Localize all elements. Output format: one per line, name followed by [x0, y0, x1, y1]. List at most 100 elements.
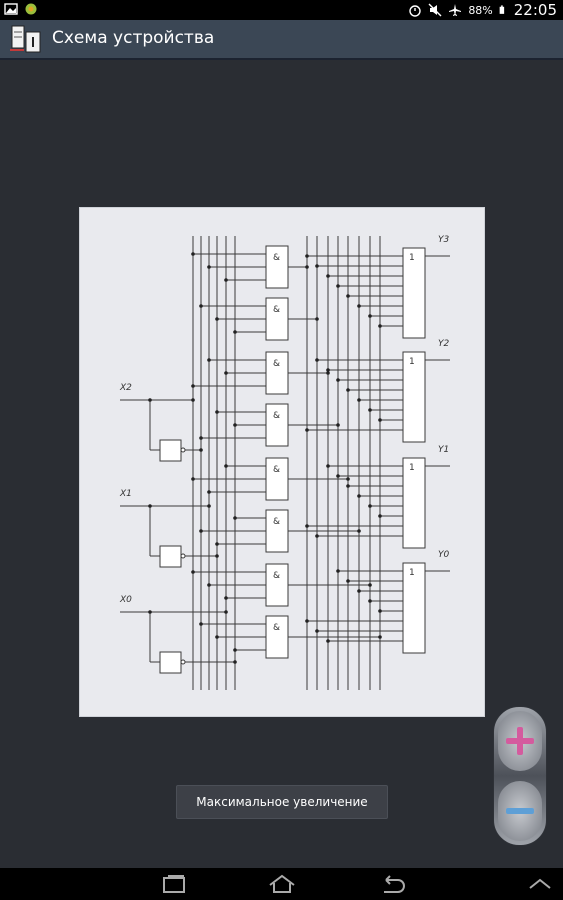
- junction-dot: [378, 514, 382, 518]
- and-gate-label: &: [273, 359, 280, 369]
- junction-dot: [336, 284, 340, 288]
- input-label: X0: [119, 595, 132, 605]
- junction-dot: [233, 660, 237, 664]
- junction-dot: [368, 504, 372, 508]
- junction-dot: [215, 410, 219, 414]
- junction-dot: [378, 418, 382, 422]
- junction-dot: [336, 569, 340, 573]
- inverter-gate: [159, 651, 182, 674]
- junction-dot: [199, 436, 203, 440]
- junction-dot: [305, 619, 309, 623]
- and-gate-label: &: [273, 411, 280, 421]
- or-gate-label: 1: [409, 253, 415, 263]
- gallery-notification-icon: [4, 3, 18, 15]
- app-logo-icon[interactable]: [8, 24, 44, 54]
- junction-dot: [224, 464, 228, 468]
- junction-dot: [315, 358, 319, 362]
- junction-dot: [336, 378, 340, 382]
- and-gate: [265, 297, 289, 341]
- junction-dot: [199, 304, 203, 308]
- home-icon[interactable]: [262, 872, 302, 896]
- and-gate-label: &: [273, 623, 280, 633]
- and-gate-label: &: [273, 253, 280, 263]
- battery-icon: [499, 5, 504, 14]
- schematic-gates: [159, 245, 426, 674]
- junction-dot: [305, 428, 309, 432]
- inverter-gate: [159, 439, 182, 462]
- junction-dot: [191, 384, 195, 388]
- and-gate: [265, 615, 289, 659]
- junction-dot: [215, 542, 219, 546]
- junction-dot: [215, 554, 219, 558]
- junction-dot: [199, 448, 203, 452]
- junction-dot: [357, 529, 361, 533]
- output-label: Y0: [438, 550, 449, 560]
- junction-dot: [305, 254, 309, 258]
- junction-dot: [199, 622, 203, 626]
- and-gate: [265, 403, 289, 447]
- back-icon[interactable]: [372, 872, 412, 896]
- junction-dot: [233, 423, 237, 427]
- junction-dot: [191, 570, 195, 574]
- junction-dot: [199, 529, 203, 533]
- and-gate-label: &: [273, 517, 280, 527]
- and-gate: [265, 509, 289, 553]
- junction-dot: [315, 264, 319, 268]
- recent-apps-icon[interactable]: [154, 872, 194, 896]
- alarm-icon: [409, 5, 422, 17]
- junction-dot: [336, 474, 340, 478]
- and-gate-label: &: [273, 571, 280, 581]
- junction-dot: [326, 371, 330, 375]
- junction-dot: [357, 304, 361, 308]
- junction-dot: [315, 629, 319, 633]
- junction-dot: [191, 252, 195, 256]
- airplane-mode-icon: [449, 4, 462, 16]
- and-gate-label: &: [273, 305, 280, 315]
- junction-dot: [215, 635, 219, 639]
- junction-dot: [215, 317, 219, 321]
- junction-dot: [326, 274, 330, 278]
- chevron-up-icon[interactable]: [520, 872, 560, 896]
- or-gate: [402, 351, 426, 443]
- junction-dot: [207, 504, 211, 508]
- zoom-in-button[interactable]: [498, 711, 542, 771]
- junction-dot: [368, 408, 372, 412]
- junction-dot: [346, 579, 350, 583]
- inverter-bubble: [180, 553, 186, 559]
- inverter-bubble: [180, 659, 186, 665]
- or-gate-label: 1: [409, 568, 415, 578]
- junction-dot: [357, 494, 361, 498]
- schematic-wires: [120, 236, 450, 690]
- junction-dot: [191, 477, 195, 481]
- junction-dot: [233, 648, 237, 652]
- junction-dot: [233, 516, 237, 520]
- junction-dot: [326, 368, 330, 372]
- status-bar: 88% 22:05: [0, 0, 563, 20]
- minus-icon: [506, 808, 534, 814]
- junction-dot: [368, 314, 372, 318]
- junction-dot: [207, 265, 211, 269]
- or-gate: [402, 562, 426, 654]
- app-notification-icon: [25, 3, 37, 15]
- clock: 22:05: [513, 1, 557, 19]
- or-gate-label: 1: [409, 357, 415, 367]
- junction-dot: [346, 477, 350, 481]
- zoom-out-button[interactable]: [498, 781, 542, 841]
- junction-dot: [224, 596, 228, 600]
- or-gate-label: 1: [409, 463, 415, 473]
- junction-dot: [357, 398, 361, 402]
- junction-dot: [207, 358, 211, 362]
- junction-dot: [315, 534, 319, 538]
- junction-dot: [315, 317, 319, 321]
- input-label: X1: [119, 489, 132, 499]
- input-label: X2: [119, 383, 132, 393]
- max-zoom-button[interactable]: Максимальное увеличение: [176, 785, 388, 819]
- junction-dot: [224, 610, 228, 614]
- and-gate-label: &: [273, 465, 280, 475]
- junction-dot: [224, 371, 228, 375]
- and-gate: [265, 245, 289, 289]
- output-label: Y1: [438, 445, 449, 455]
